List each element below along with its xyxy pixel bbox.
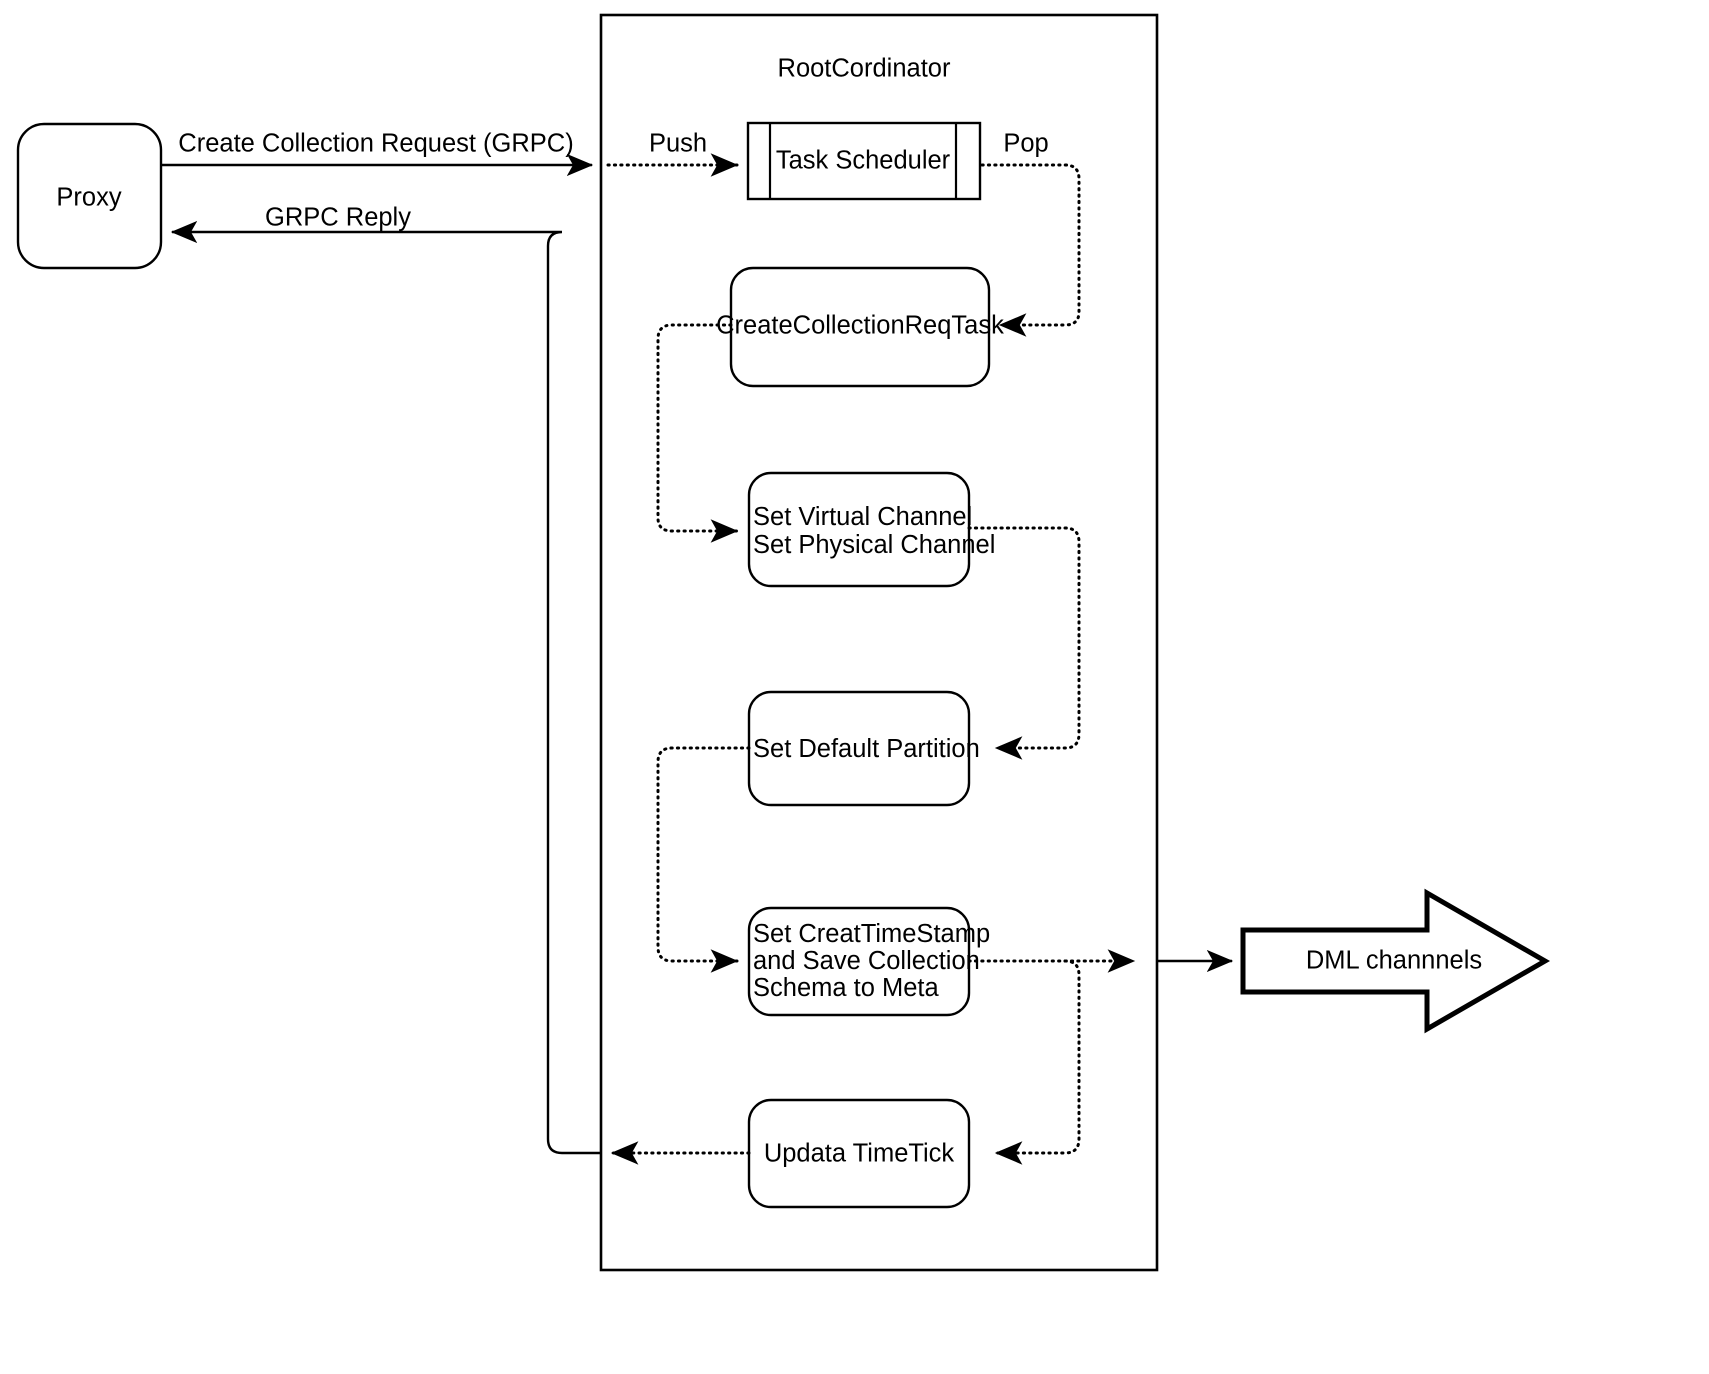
node-set-default-partition-label: Set Default Partition bbox=[753, 735, 980, 763]
svg-text:Set CreatTimeStamp: Set CreatTimeStamp bbox=[753, 920, 990, 948]
edge-default-partition-to-creat-timestamp bbox=[656, 746, 751, 973]
edge-grpc-reply-label: GRPC Reply bbox=[265, 204, 411, 232]
edge-create-collection-request-label: Create Collection Request (GRPC) bbox=[178, 130, 573, 158]
node-task-scheduler-label: Task Scheduler bbox=[776, 147, 951, 175]
rootcordinator-container bbox=[599, 13, 1159, 1272]
node-updata-timetick-label: Updata TimeTick bbox=[764, 1140, 955, 1168]
node-proxy-label: Proxy bbox=[56, 184, 121, 212]
node-set-creat-timestamp-line3: Schema to Meta bbox=[753, 974, 939, 1002]
edge-set-channels-to-default-partition bbox=[967, 526, 1081, 760]
node-set-creat-timestamp-line1: Set CreatTimeStamp bbox=[753, 920, 990, 948]
node-task-scheduler[interactable] bbox=[746, 121, 982, 201]
svg-text:Schema to Meta: Schema to Meta bbox=[753, 974, 939, 1002]
node-dml-channnels-label: DML channnels bbox=[1306, 947, 1482, 975]
svg-text:and Save Collection: and Save Collection bbox=[753, 947, 980, 975]
edge-creat-timestamp-to-updata-timetick bbox=[994, 959, 1081, 1165]
svg-text:Set Default Partition: Set Default Partition bbox=[753, 735, 980, 763]
edge-task-to-set-channels bbox=[656, 323, 739, 543]
rootcordinator-title: RootCordinator bbox=[778, 55, 951, 83]
node-create-collection-req-task[interactable] bbox=[729, 266, 991, 388]
edge-grpc-reply bbox=[170, 220, 601, 1155]
node-proxy[interactable] bbox=[16, 122, 163, 270]
node-set-channels-line1: Set Virtual Channel bbox=[753, 503, 972, 531]
edge-push-label: Push bbox=[649, 130, 707, 158]
edge-pop bbox=[980, 163, 1081, 337]
node-create-collection-req-task-label: CreateCollectionReqTask bbox=[716, 312, 1004, 340]
node-set-creat-timestamp-line2: and Save Collection bbox=[753, 947, 980, 975]
edge-pop-label: Pop bbox=[1003, 130, 1048, 158]
node-dml-channnels[interactable] bbox=[1240, 888, 1551, 1034]
svg-text:Set Physical Channel: Set Physical Channel bbox=[753, 531, 995, 559]
node-set-channels-line2: Set Physical Channel bbox=[753, 531, 995, 559]
svg-text:Set Virtual Channel: Set Virtual Channel bbox=[753, 503, 972, 531]
